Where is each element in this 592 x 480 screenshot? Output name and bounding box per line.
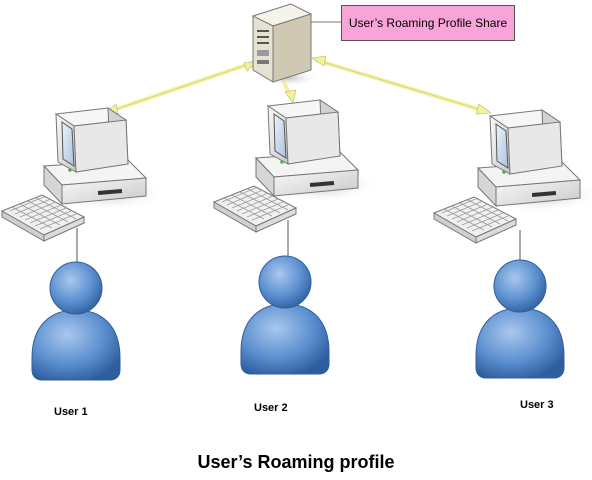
- connector-server-computer-3: [311, 55, 492, 115]
- computer-icon: [255, 99, 381, 204]
- connector-server-computer-1: [102, 60, 259, 115]
- server-icon: [251, 3, 321, 86]
- diagram-caption: User’s Roaming profile: [197, 452, 395, 472]
- user-icon: [240, 255, 330, 375]
- user-2-label: User 2: [254, 402, 288, 414]
- computer-icon: [477, 109, 592, 214]
- roaming-profile-share-label: User’s Roaming Profile Share: [341, 5, 515, 41]
- user-icon: [31, 261, 121, 381]
- user-3-label: User 3: [520, 399, 554, 411]
- user-icon: [475, 259, 565, 379]
- user-1-label: User 1: [54, 406, 88, 418]
- computer-icon: [43, 107, 169, 212]
